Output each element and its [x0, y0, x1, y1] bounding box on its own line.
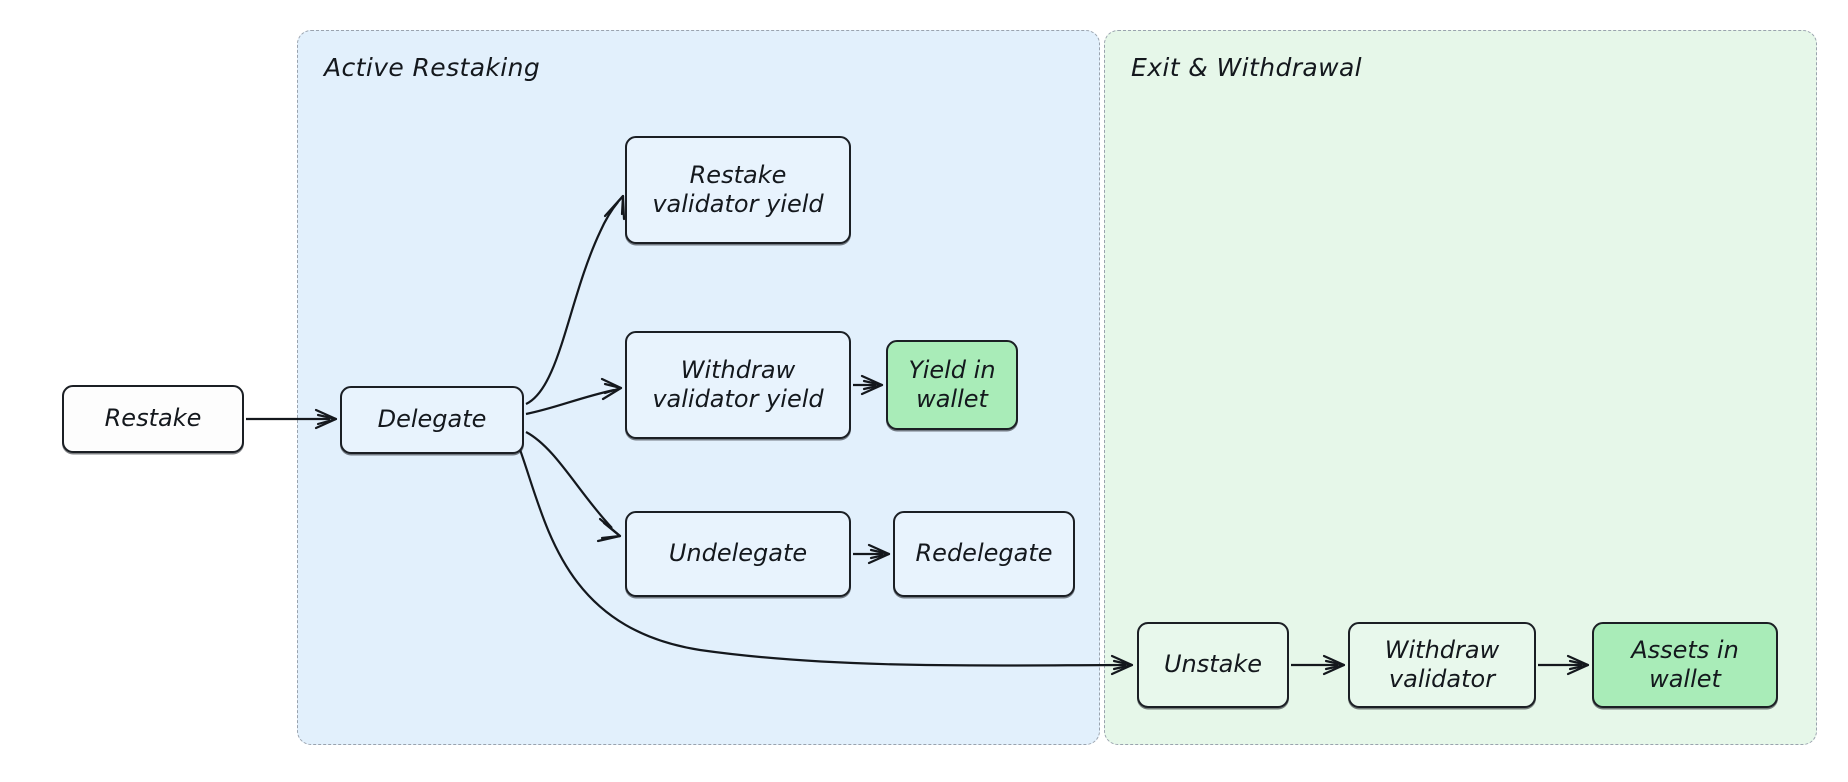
subgraph-exit-withdrawal-title: Exit & Withdrawal	[1131, 53, 1363, 82]
node-yield-in-wallet[interactable]: Yield in wallet	[886, 340, 1018, 430]
node-delegate[interactable]: Delegate	[340, 386, 524, 454]
node-withdraw-validator-yield[interactable]: Withdraw validator yield	[625, 331, 851, 439]
node-restake-validator-yield[interactable]: Restake validator yield	[625, 136, 851, 244]
node-undelegate[interactable]: Undelegate	[625, 511, 851, 597]
node-restake[interactable]: Restake	[62, 385, 244, 453]
node-unstake[interactable]: Unstake	[1137, 622, 1289, 708]
node-withdraw-validator[interactable]: Withdraw validator	[1348, 622, 1536, 708]
node-assets-in-wallet[interactable]: Assets in wallet	[1592, 622, 1778, 708]
subgraph-active-restaking-title: Active Restaking	[324, 53, 541, 82]
node-redelegate[interactable]: Redelegate	[893, 511, 1075, 597]
